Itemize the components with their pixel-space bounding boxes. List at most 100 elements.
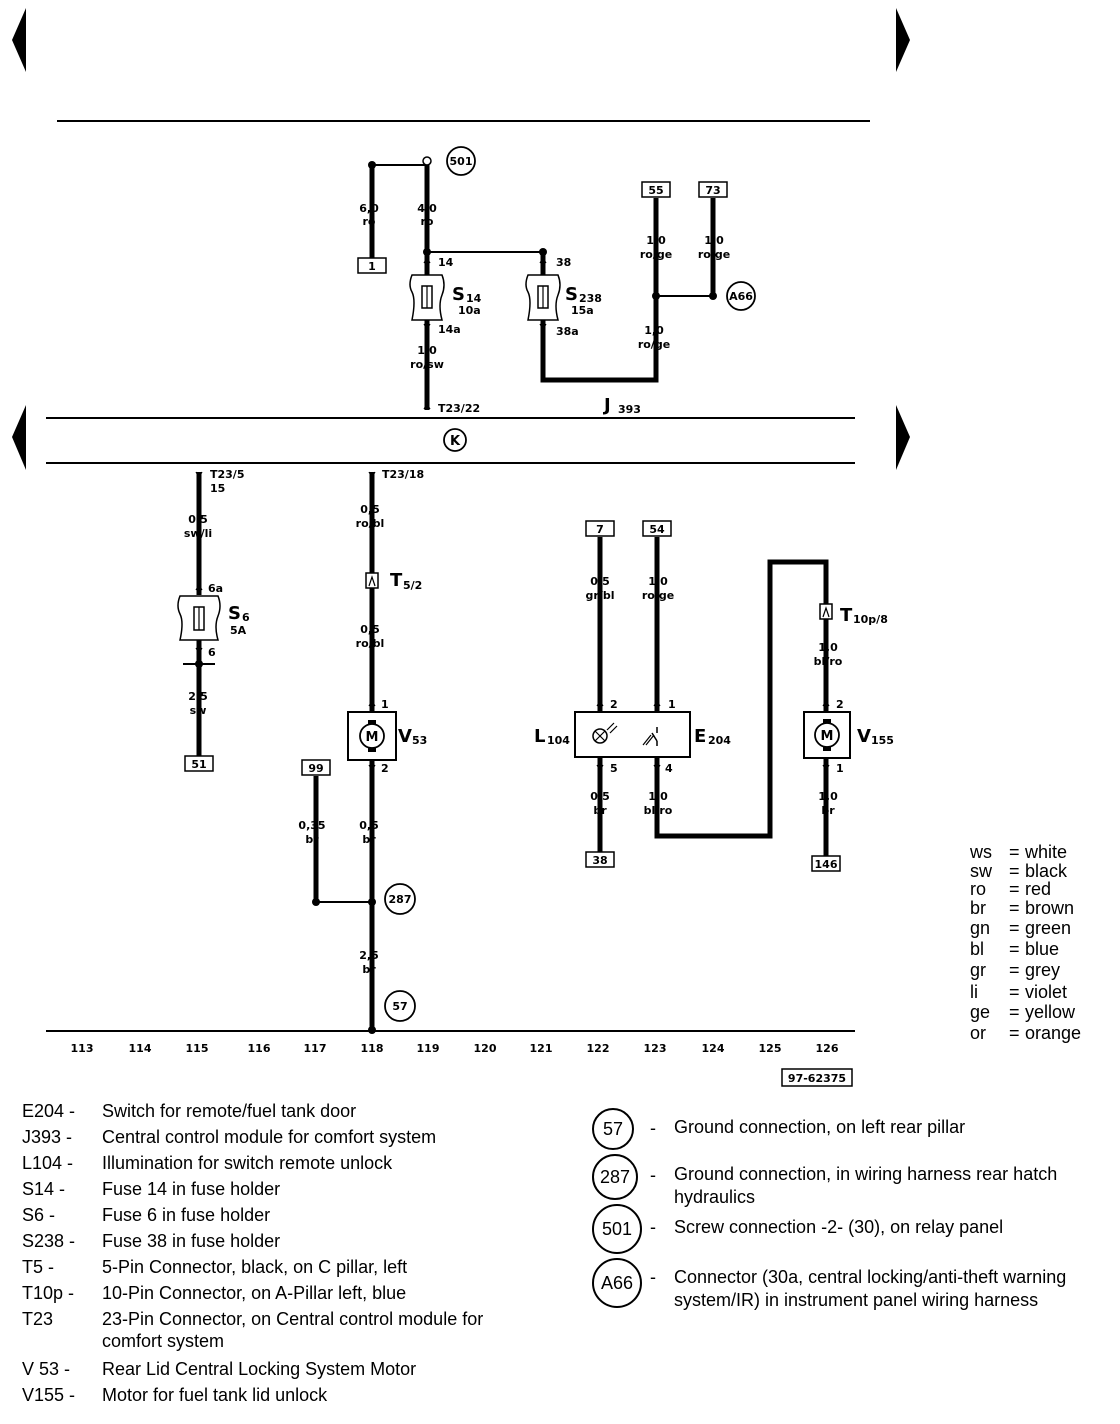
svg-text:0,5: 0,5 bbox=[360, 503, 380, 516]
svg-text:br: br bbox=[362, 963, 376, 976]
legend-code: S238 - bbox=[22, 1231, 76, 1251]
node-73: 73 bbox=[698, 181, 728, 198]
diagram-id-box: 97-62375 bbox=[781, 1068, 853, 1087]
svg-text:0,35: 0,35 bbox=[298, 819, 325, 832]
svg-text:sw/li: sw/li bbox=[184, 527, 212, 540]
legend-desc: 10-Pin Connector, on A-Pillar left, blue bbox=[102, 1283, 407, 1303]
fuse-s6: S 6 5A bbox=[177, 595, 250, 641]
ground-circle: A66 bbox=[592, 1258, 642, 1308]
svg-text:1: 1 bbox=[836, 762, 844, 775]
svg-text:55: 55 bbox=[648, 184, 663, 197]
ground-dash: - bbox=[650, 1217, 656, 1237]
svg-text:A66: A66 bbox=[729, 290, 753, 303]
ground-row: A66 - Connector (30a, central locking/an… bbox=[592, 1258, 1102, 1338]
svg-text:0,5: 0,5 bbox=[359, 819, 379, 832]
ground-dash: - bbox=[650, 1118, 656, 1138]
circle-501: 501 bbox=[446, 146, 476, 176]
color-abbr: gn bbox=[970, 918, 991, 938]
ground-desc: Connector (30a, central locking/anti-the… bbox=[674, 1267, 1067, 1310]
svg-text:ro/bl: ro/bl bbox=[356, 517, 385, 530]
svg-text:54: 54 bbox=[649, 523, 665, 536]
legend-code: T10p - bbox=[22, 1283, 75, 1303]
color-eq: = bbox=[1009, 960, 1020, 980]
ground-row: 287 - Ground connection, in wiring harne… bbox=[592, 1152, 1102, 1208]
svg-text:119: 119 bbox=[417, 1042, 440, 1055]
legend-desc: Fuse 14 in fuse holder bbox=[102, 1179, 281, 1199]
svg-text:2: 2 bbox=[836, 698, 844, 711]
color-name: brown bbox=[1025, 898, 1075, 918]
legend-row: L104 -Illumination for switch remote unl… bbox=[22, 1152, 562, 1176]
color-eq: = bbox=[1009, 898, 1020, 918]
svg-text:T: T bbox=[390, 570, 403, 591]
legend-row: J393 -Central control module for comfort… bbox=[22, 1126, 562, 1150]
svg-text:116: 116 bbox=[248, 1042, 271, 1055]
svg-text:1,0: 1,0 bbox=[818, 641, 838, 654]
svg-text:ro/sw: ro/sw bbox=[410, 358, 444, 371]
svg-text:T23/5: T23/5 bbox=[210, 468, 244, 481]
prev-page-arrow-top[interactable] bbox=[12, 8, 26, 72]
connector-t5-2: T 5/2 bbox=[365, 570, 422, 592]
legend-row: S14 - Fuse 14 in fuse holder bbox=[22, 1178, 562, 1202]
svg-text:393: 393 bbox=[618, 403, 641, 416]
svg-text:T23/22: T23/22 bbox=[438, 402, 480, 415]
svg-text:238: 238 bbox=[579, 292, 602, 305]
color-abbr: br bbox=[970, 898, 987, 918]
circle-287: 287 bbox=[384, 883, 416, 915]
legend-code: S14 - bbox=[22, 1179, 66, 1199]
legend-desc: Fuse 6 in fuse holder bbox=[102, 1205, 271, 1225]
legend-code: V 53 - bbox=[22, 1359, 71, 1379]
svg-text:38: 38 bbox=[592, 854, 607, 867]
svg-text:6,0: 6,0 bbox=[359, 202, 379, 215]
color-name: violet bbox=[1025, 982, 1068, 1002]
svg-text:1,0: 1,0 bbox=[818, 790, 838, 803]
color-code-list: ws=white sw=black ro=red br=brown gn=gre… bbox=[970, 842, 1110, 1043]
color-abbr: ro bbox=[970, 879, 987, 899]
color-eq: = bbox=[1009, 861, 1020, 881]
svg-text:T23/18: T23/18 bbox=[382, 468, 424, 481]
legend-desc: 23-Pin Connector, on Central control mod… bbox=[102, 1309, 484, 1351]
legend-desc: Switch for remote/fuel tank door bbox=[102, 1101, 357, 1121]
svg-text:1,0: 1,0 bbox=[646, 234, 666, 247]
ground-desc: Screw connection -2- (30), on relay pane… bbox=[674, 1217, 1004, 1237]
svg-text:117: 117 bbox=[304, 1042, 327, 1055]
color-name: yellow bbox=[1025, 1002, 1076, 1022]
ground-circle: 287 bbox=[592, 1154, 638, 1200]
svg-text:114: 114 bbox=[129, 1042, 152, 1055]
node-38: 38 bbox=[585, 851, 615, 868]
svg-text:120: 120 bbox=[474, 1042, 497, 1055]
ground-row: 57 - Ground connection, on left rear pil… bbox=[592, 1108, 1102, 1154]
legend-desc: Central control module for comfort syste… bbox=[102, 1127, 437, 1147]
color-eq: = bbox=[1009, 879, 1020, 899]
svg-text:1,0: 1,0 bbox=[417, 344, 437, 357]
legend-row: S6 -Fuse 6 in fuse holder bbox=[22, 1204, 562, 1228]
svg-text:155: 155 bbox=[871, 734, 894, 747]
color-abbr: ws bbox=[970, 842, 992, 862]
svg-text:ro/ge: ro/ge bbox=[638, 338, 670, 351]
svg-text:1,0: 1,0 bbox=[644, 324, 664, 337]
pin-arrows bbox=[195, 256, 830, 772]
svg-text:204: 204 bbox=[708, 734, 731, 747]
prev-page-arrow-mid[interactable] bbox=[12, 405, 26, 470]
ground-dash: - bbox=[650, 1165, 656, 1185]
color-abbr: or bbox=[970, 1023, 987, 1043]
next-page-arrow-top[interactable] bbox=[896, 8, 910, 72]
legend-code: E204 - bbox=[22, 1101, 76, 1121]
color-eq: = bbox=[1009, 918, 1020, 938]
svg-text:J: J bbox=[602, 395, 611, 416]
svg-text:ro: ro bbox=[363, 215, 376, 228]
svg-text:118: 118 bbox=[361, 1042, 384, 1055]
j393-label: J 393 bbox=[602, 395, 641, 416]
legend-row: S238 -Fuse 38 in fuse holder bbox=[22, 1230, 562, 1254]
svg-text:ro/ge: ro/ge bbox=[698, 248, 730, 261]
legend-desc: Illumination for switch remote unlock bbox=[102, 1153, 393, 1173]
next-page-arrow-mid[interactable] bbox=[896, 405, 910, 470]
wire-labels: 6,0 ro 4,0 ro 1,0 ro/ge 1,0 ro/ge 1,0 ro… bbox=[184, 202, 843, 976]
ground-dash: - bbox=[650, 1267, 656, 1287]
svg-text:M: M bbox=[821, 729, 834, 744]
motor-v155: M V 155 bbox=[803, 711, 894, 759]
legend-row: V155 -Motor for fuel tank lid unlock bbox=[22, 1384, 562, 1408]
legend-row: V 53 -Rear Lid Central Locking System Mo… bbox=[22, 1358, 562, 1382]
svg-text:ro/bl: ro/bl bbox=[356, 637, 385, 650]
svg-text:38a: 38a bbox=[556, 325, 579, 338]
